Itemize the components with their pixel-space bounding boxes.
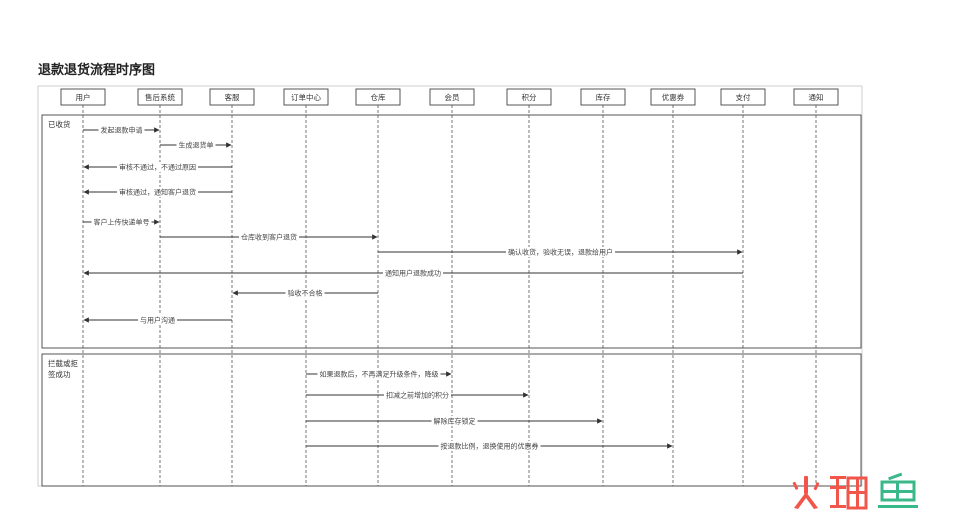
participant-label: 积分 [522,92,537,102]
messages: 发起退款申请生成退货单审核不通过，不通过原因审核通过，通知客户退货客户上传快递单… [83,125,743,451]
message-label-bg [138,315,177,325]
message-label: 验收不合格 [288,289,323,298]
message-label-bg [239,232,299,242]
section-box-0 [41,114,862,349]
message-label-bg [431,416,478,426]
section-label: 已收货 [48,119,71,129]
section-label: 拦截或拒 [48,358,78,368]
participant-label: 仓库 [371,92,386,102]
participant-box [283,88,329,106]
message-label: 审核不通过，不通过原因 [119,163,196,172]
participant-label: 售后系统 [145,92,175,102]
message-label-bg [176,140,216,150]
message-label-bg [117,162,198,172]
message-label: 确认收货，验收无误，退款给用户 [508,248,613,257]
watermark-logo [790,470,940,514]
participant-headers: 用户 售后系统 客服 订单中心 仓库 会员 积分 库存 优惠券 支付 通知 [60,88,839,106]
message-label-bg [383,268,443,278]
message-label-bg [285,288,325,298]
participant-box [137,88,183,106]
message-label: 与用户沟通 [140,316,175,325]
message-label: 按退款比例，退换使用的优惠券 [441,442,539,451]
message-label-bg [117,187,198,197]
message-label: 如果退款后，不再满足升级条件，降级 [320,370,439,379]
message-label-bg [384,390,451,400]
message-label: 解除库存锁定 [434,417,476,426]
participant-box [355,88,401,106]
message-label-bg [91,217,152,227]
message-label: 发起退款申请 [101,126,143,135]
participant-label: 通知 [809,92,824,102]
participant-label: 订单中心 [291,92,321,102]
participant-label: 客服 [225,92,240,102]
participant-label: 用户 [76,92,91,102]
participant-label: 库存 [596,92,611,102]
participant-box [506,88,552,106]
message-label: 扣减之前增加的积分 [386,391,449,400]
message-label: 审核通过，通知客户退货 [119,188,196,197]
message-label: 仓库收到客户退货 [241,233,297,242]
section-box-1 [41,353,862,487]
message-label-bg [98,125,145,135]
message-label-bg [317,369,441,379]
message-label-bg [506,247,615,257]
participant-box [429,88,475,106]
message-label: 通知用户退款成功 [385,269,441,278]
participant-box [793,88,839,106]
message-label-bg [438,441,541,451]
diagram-title: 退款退货流程时序图 [38,63,156,78]
section-label: 签成功 [48,369,71,379]
participant-box [720,88,766,106]
participant-label: 会员 [445,92,460,102]
message-label: 客户上传快递单号 [94,218,150,227]
participant-box [209,88,255,106]
participant-label: 优惠券 [662,92,685,102]
message-label: 生成退货单 [179,141,214,150]
participant-box [650,88,696,106]
participant-label: 支付 [736,92,751,102]
participant-box [60,88,106,106]
participant-box [580,88,626,106]
